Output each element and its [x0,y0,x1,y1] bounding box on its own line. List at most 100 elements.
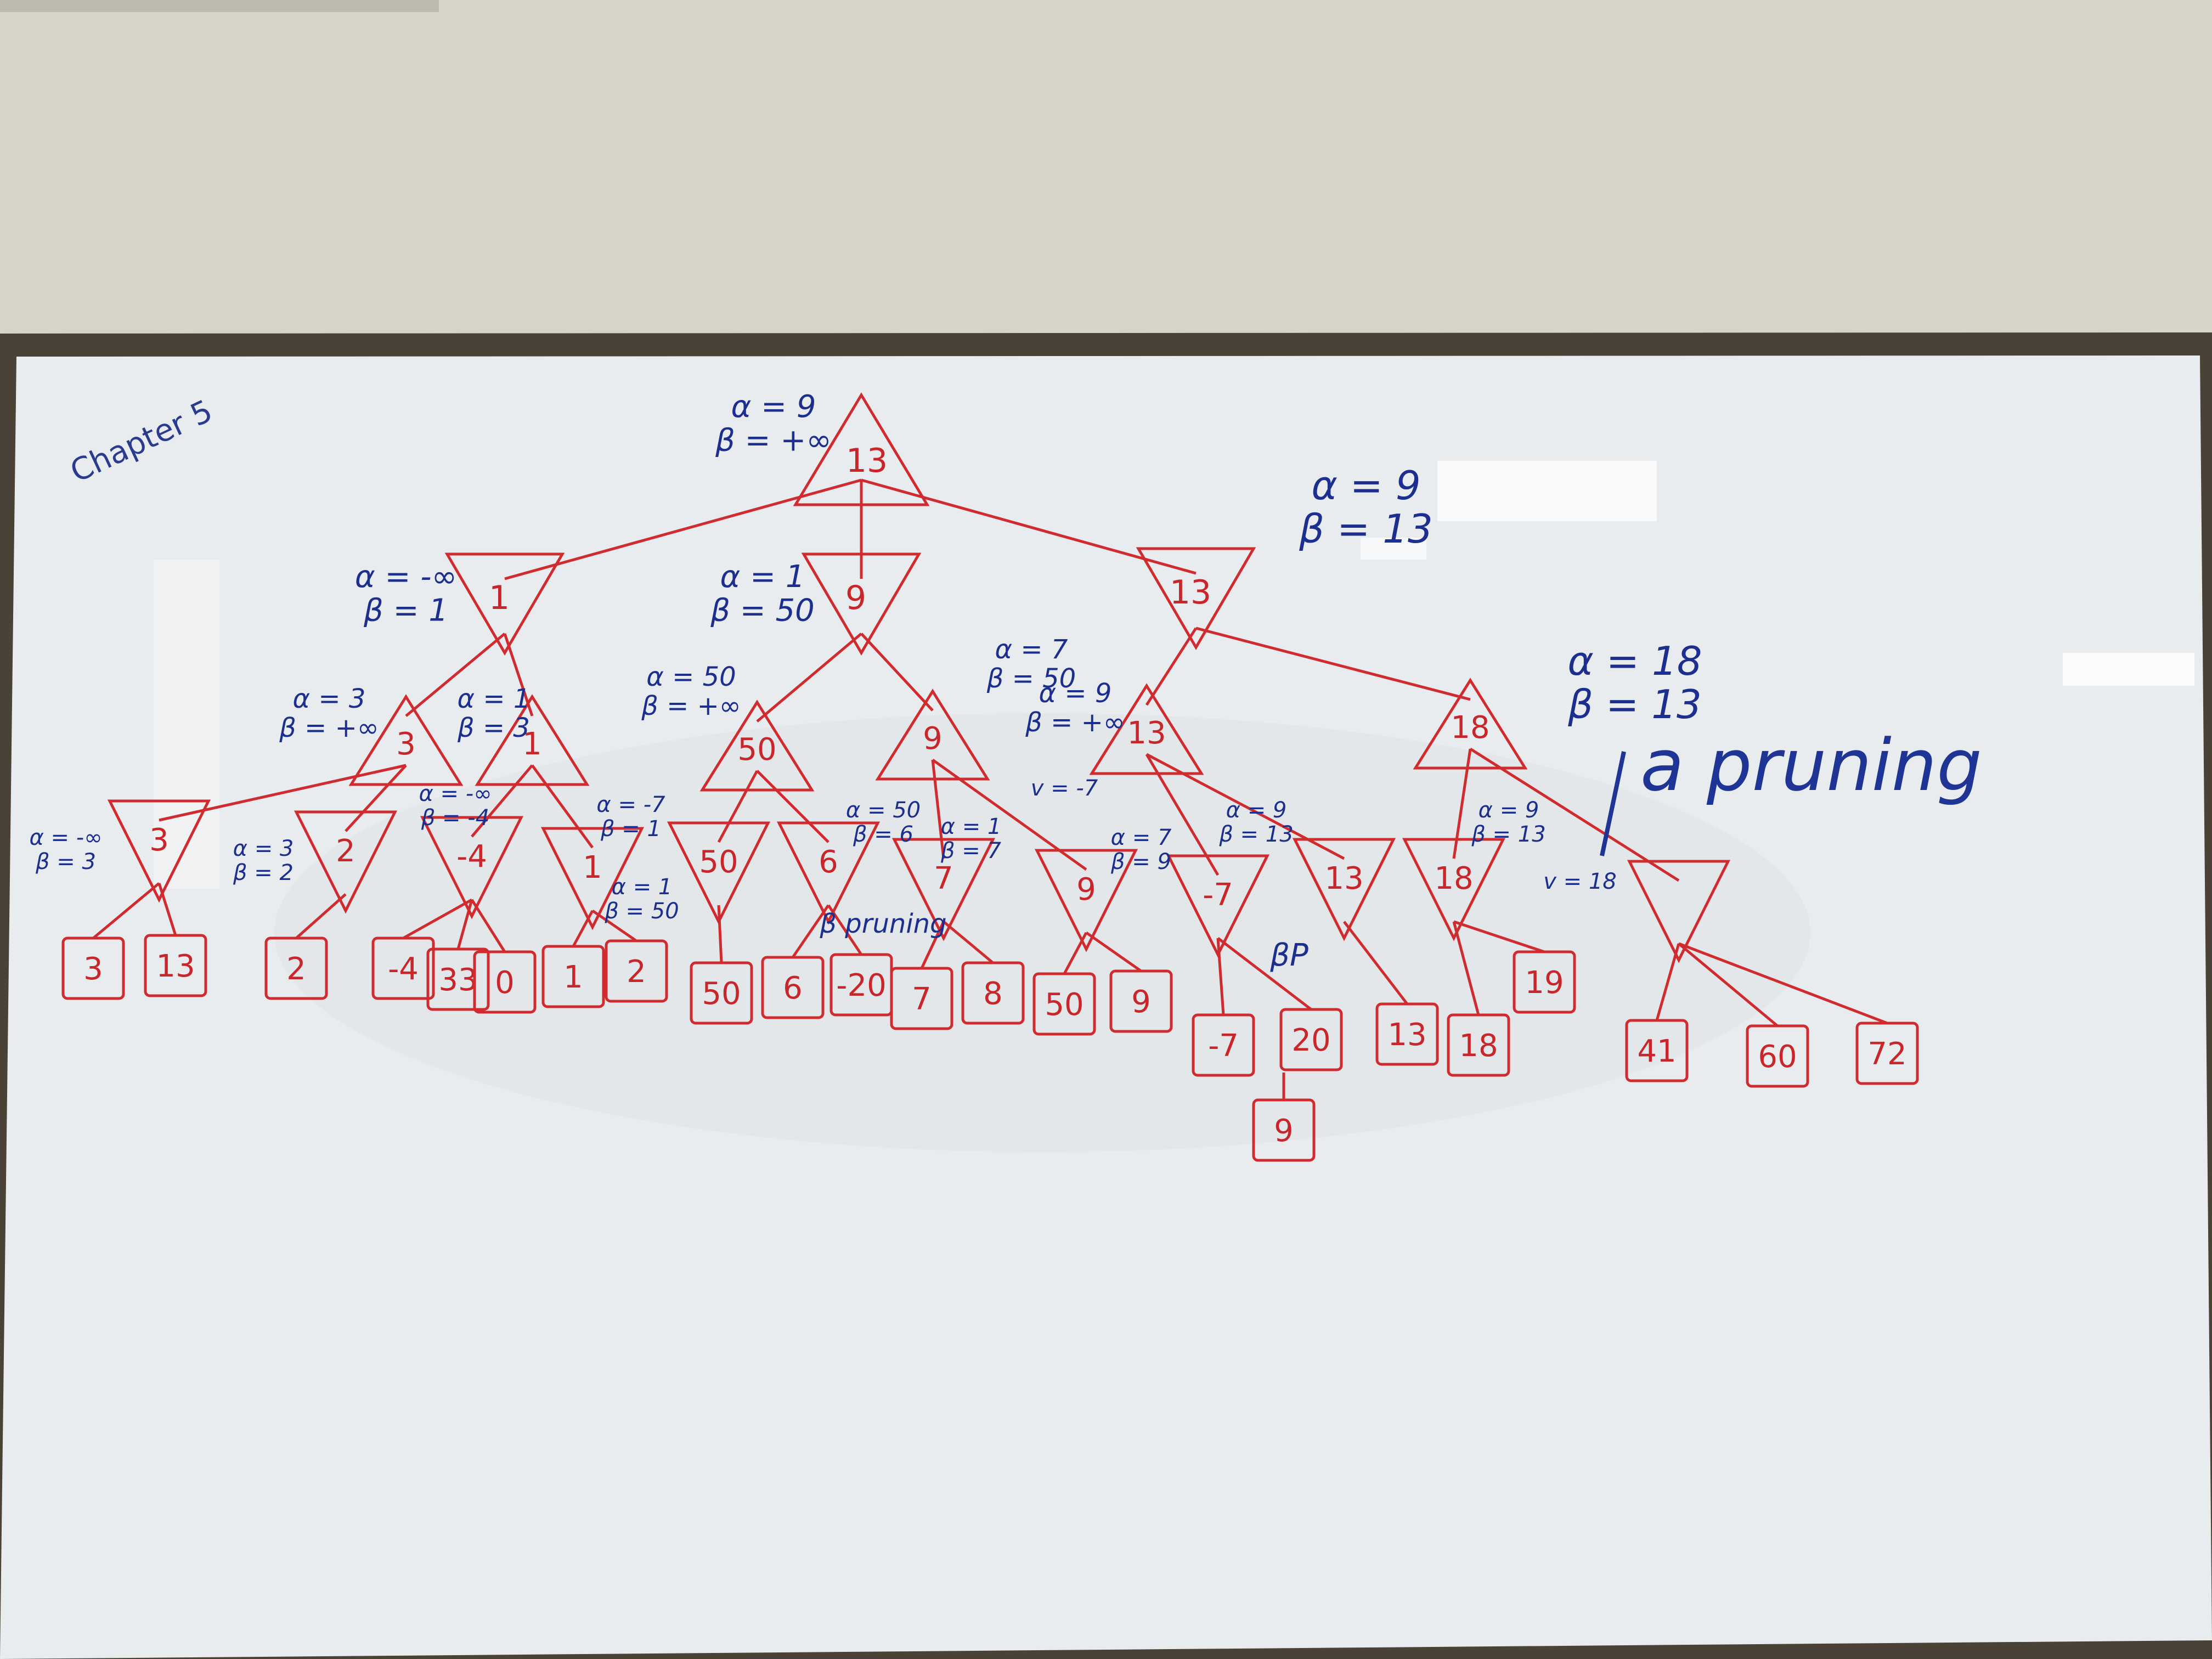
max-node [1089,683,1204,775]
min-node [1292,838,1396,941]
beta-label: β = 1 [363,593,448,629]
leaf-value: 0 [495,965,515,1001]
beta-label: β = +∞ [715,423,832,459]
node-value: 13 [1324,861,1363,896]
min-node [444,552,565,656]
beta-label: β = 50 [986,663,1076,694]
glare [1437,461,1657,521]
beta-label: β = 13 [1567,681,1702,727]
beta-label: β = 7 [940,838,1001,864]
tree-edge [402,898,473,940]
leaf-node [1252,1098,1316,1162]
leaf-value: 2 [286,951,306,987]
tree-edge [717,905,723,963]
tree-edge [1678,943,1779,1027]
tree-edge [1469,747,1680,882]
alpha-label: α = 3 [233,836,294,861]
tree-edge [1195,627,1471,701]
node-value: 18 [1451,710,1489,746]
min-node [540,827,645,930]
node-value: 50 [737,732,776,768]
tree-edge [860,633,934,712]
alpha-label: α = -∞ [355,559,457,595]
tree-edge [717,770,759,843]
max-node [348,694,464,786]
min-node [801,552,922,656]
min-node [891,838,996,941]
leaf-value: -7 [1208,1028,1239,1064]
node-value: 1 [522,726,542,762]
leaf-node [690,961,753,1025]
node-value: 9 [845,579,866,617]
leaf-node [144,934,207,997]
leaf-value: 41 [1637,1034,1676,1069]
alpha-label: v = -7 [1031,776,1098,801]
beta-label: β = 13 [1218,822,1293,847]
node-value: -4 [456,839,487,874]
min-node [107,799,211,903]
tree-edge [572,910,594,947]
max-node [875,689,990,781]
tree-edge [1343,921,1408,1005]
node-value: 13 [1170,573,1211,612]
alpha-label: α = -∞ [419,781,492,806]
leaf-value: 18 [1459,1028,1498,1064]
tree-edge [471,764,533,838]
leaf-node [426,947,490,1011]
alpha-label: α = 1 [612,874,673,900]
glare [1361,538,1426,560]
leaf-value: 9 [1131,984,1151,1020]
leaf-value: 6 [783,970,803,1006]
tree-edge [591,909,637,943]
alpha-pruning-note: a pruning [1640,724,1982,807]
tree-edge [756,770,830,843]
prune-mark: β pruning [819,909,946,939]
tree-edge [861,478,1197,575]
tree-edge [159,764,407,822]
leaf-node [264,936,328,1000]
tree-edge [1453,920,1545,953]
alpha-beta-labels: α = 9β = +∞α = -∞β = 1α = 1β = 50α = 9β … [29,389,1702,973]
beta-label: β = 3 [457,713,530,743]
leaf-value: 13 [1387,1017,1426,1053]
node-value: 13 [846,442,888,480]
alpha-label: α = 9 [1226,798,1287,823]
leaf-node [961,961,1025,1025]
smudge [274,713,1810,1152]
leaf-value: 2 [627,954,646,990]
node-value: 3 [396,726,416,762]
tree-edge [456,899,473,950]
tree-edge [1085,931,1142,973]
tree-edge [470,899,506,953]
min-node [1034,849,1138,952]
beta-label: β = +∞ [1025,707,1125,738]
beta-label: β = 3 [35,849,96,874]
leaf-node [1279,1008,1343,1071]
node-value: 9 [923,721,943,757]
node-value: 18 [1434,861,1473,896]
node-value: 2 [336,833,356,869]
leaf-node [761,956,825,1019]
beta-label: β = +∞ [279,713,379,743]
alpha-label: α = -∞ [29,825,102,850]
beta-label: β = 50 [710,593,815,629]
node-value: 1 [583,850,602,885]
tree-edge [1146,753,1345,860]
alpha-label: α = 50 [846,798,921,823]
leaf-node [541,945,605,1008]
leaf-node [1109,969,1173,1033]
min-node [667,821,771,925]
alpha-label: α = 1 [458,684,531,714]
leaf-value: 9 [1274,1113,1294,1149]
tree-edge [791,904,830,958]
alpha-label: α = 18 [1567,638,1702,684]
tree-edge [1217,937,1312,1011]
leaf-value: 50 [702,976,741,1012]
node-value: -7 [1203,877,1233,913]
leaf-value: 60 [1758,1039,1797,1075]
alpha-label: α = 3 [293,684,366,714]
node-value: 50 [699,844,738,880]
leaf-node [473,950,537,1014]
node-value: 6 [819,844,838,880]
tree-edge [1452,921,1480,1015]
